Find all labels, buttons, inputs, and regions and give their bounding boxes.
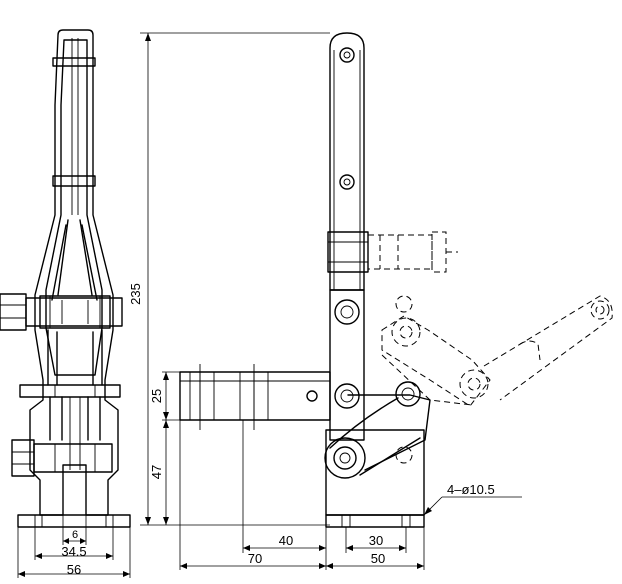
dim-30: 30 <box>369 533 383 548</box>
dim-6: 6 <box>72 529 78 541</box>
dim-hole-callout: 4–ø10.5 <box>447 482 495 497</box>
dim-25: 25 <box>149 389 164 403</box>
side-view <box>140 32 613 570</box>
dim-34-5: 34.5 <box>61 544 86 559</box>
dim-50: 50 <box>371 551 385 566</box>
dim-47: 47 <box>149 465 164 479</box>
dim-70: 70 <box>248 551 262 566</box>
front-view <box>0 29 131 578</box>
dim-235: 235 <box>128 283 143 305</box>
dim-56: 56 <box>67 562 81 577</box>
dim-40: 40 <box>279 533 293 548</box>
